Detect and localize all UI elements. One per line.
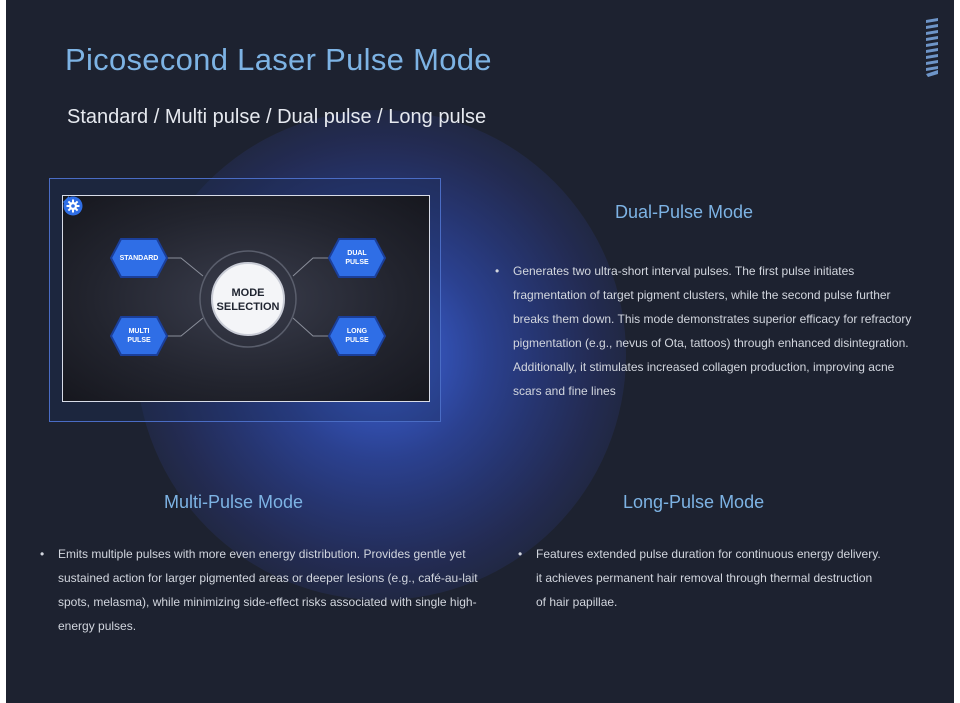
- bullet-dot: •: [40, 547, 45, 561]
- center-label-1: MODE: [231, 287, 265, 299]
- dual-label-1: DUAL: [347, 250, 367, 257]
- page-subtitle: Standard / Multi pulse / Dual pulse / Lo…: [67, 106, 487, 128]
- multi-label-1: MULTI: [128, 328, 150, 335]
- dual-pulse-description: • Generates two ultra-short interval pul…: [495, 259, 913, 403]
- center-disc: [211, 262, 285, 336]
- long-pulse-button[interactable]: LONG PULSE: [332, 327, 382, 345]
- center-ring: [199, 250, 297, 348]
- mode-selection-label: MODE SELECTION: [210, 286, 286, 314]
- bullet-dot: •: [495, 264, 500, 278]
- long-pulse-title: Long-Pulse Mode: [623, 492, 765, 512]
- long-pulse-text: Features extended pulse duration for con…: [536, 547, 881, 609]
- device-screen: STANDARD MULTI PULSE DUAL PULSE LONG PUL…: [62, 195, 430, 402]
- hex-long: [327, 316, 387, 356]
- dual-pulse-button[interactable]: DUAL PULSE: [332, 249, 382, 267]
- bullet-dot: •: [518, 547, 523, 561]
- multi-pulse-description: • Emits multiple pulses with more even e…: [40, 542, 478, 638]
- dual-pulse-title: Dual-Pulse Mode: [615, 202, 754, 222]
- standard-label: STANDARD: [119, 255, 159, 262]
- gear-icon[interactable]: [63, 196, 83, 216]
- center-label-2: SELECTION: [216, 301, 280, 313]
- long-label-1: LONG: [346, 328, 368, 335]
- multi-label-2: PULSE: [127, 337, 151, 344]
- standard-button[interactable]: STANDARD: [114, 254, 164, 263]
- hex-multi: [109, 316, 169, 356]
- multi-pulse-text: Emits multiple pulses with more even ene…: [58, 547, 478, 633]
- multi-pulse-title: Multi-Pulse Mode: [164, 492, 304, 512]
- long-label-2: PULSE: [345, 337, 369, 344]
- mode-diagram: [109, 238, 387, 356]
- dual-label-2: PULSE: [345, 259, 369, 266]
- hex-standard: [109, 238, 169, 278]
- long-pulse-description: • Features extended pulse duration for c…: [518, 542, 881, 614]
- logo-stripes-icon: [926, 18, 938, 77]
- page-title: Picosecond Laser Pulse Mode: [65, 42, 492, 77]
- hex-dual: [327, 238, 387, 278]
- dual-pulse-text: Generates two ultra-short interval pulse…: [513, 264, 912, 398]
- multi-pulse-button[interactable]: MULTI PULSE: [114, 327, 164, 345]
